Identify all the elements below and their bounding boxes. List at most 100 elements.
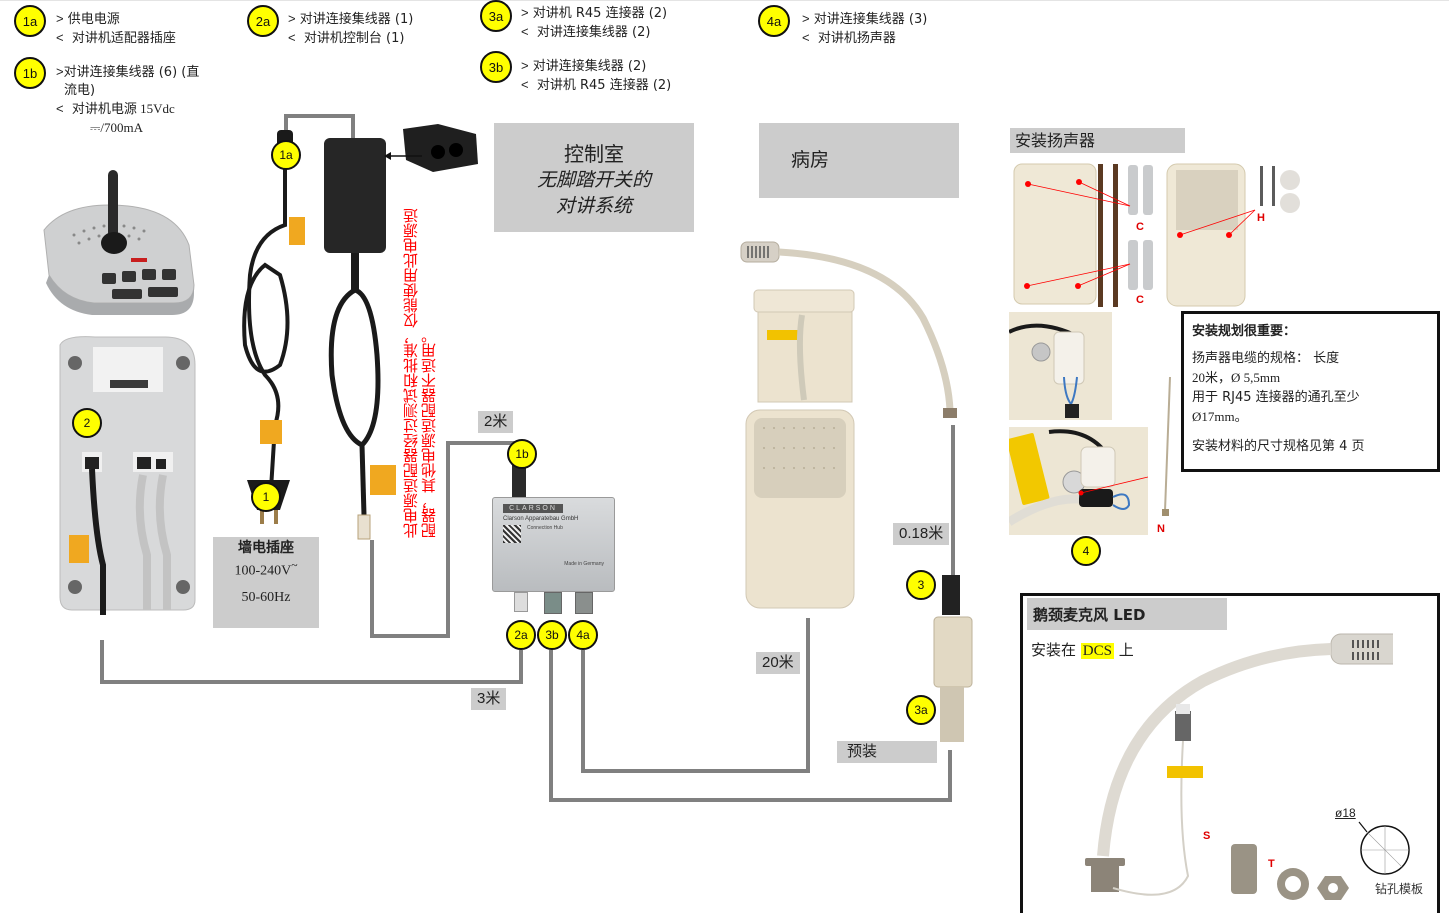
marker-s: S [1203,830,1211,842]
marker-c-bottom: C [1136,294,1144,306]
install-notes-cable-dims: 20米，Ø 5,5mm [1192,370,1281,385]
badge-1a-cable: 1a [271,140,301,170]
badge-2-console: 2 [72,408,102,438]
connection-hub-image: CLARSON Clarson Apparatebau GmbH Connect… [492,497,615,592]
control-room-title: 控制室 [564,142,624,166]
drill-template-icon [1358,821,1410,875]
drill-template-label: 钻孔模板 [1375,882,1424,896]
legend-2a-out: 对讲连接集线器 (1) [299,12,414,27]
cable-2-down [100,640,104,684]
label-preinstalled: 预装 [837,741,937,763]
legend-1b-out: 对讲连接集线器 (6) (直 [63,65,200,80]
badge-4-speaker: 4 [1071,536,1101,566]
hub-port-2a [514,592,528,612]
legend-4a-out: 对讲连接集线器 (3) [813,12,928,27]
legend-4a-in: 对讲机扬声器 [817,31,896,46]
legend-2a: > 对讲连接集线器 (1) < 对讲机控制台 (1) [288,11,414,46]
drill-diameter: ø18 [1335,806,1356,820]
speaker-install-title: 安装扬声器 [1010,128,1185,153]
legend-1a: > 供电电源 < 对讲机适配器插座 [56,11,176,46]
mount-target-highlight: DCS [1080,643,1114,659]
cable-1a-loop-top [284,114,355,118]
install-notes-heading: 安装规划很重要： [1192,324,1297,339]
marker-h: H [1257,212,1265,224]
gooseneck-mic-image [1085,633,1393,900]
gooseneck-title: 鹅颈麦克风 LED [1027,598,1227,630]
cable-4a-down [581,650,585,773]
wall-socket-title: 墙电插座 [238,540,294,556]
legend-1a-in: 对讲机适配器插座 [71,31,176,46]
cable-mic-down [951,425,955,575]
label-2m: 2米 [478,411,514,433]
cable-1b-down [370,540,374,638]
label-3m: 3米 [471,688,507,710]
adapter-warning-line2: 配器，其他电源适配器不适用。 [420,328,438,538]
legend-4a: > 对讲连接集线器 (3) < 对讲机扬声器 [802,11,928,46]
gooseneck-mic-ward-image [740,241,957,418]
legend-2a-in: 对讲机控制台 (1) [303,31,405,46]
desk-console-image [43,170,195,315]
cable-2-bottom [100,680,523,684]
hub-port-3b [544,592,562,614]
console-back-image [59,336,196,615]
badge-1-plug: 1 [251,482,281,512]
legend-3b-in: 对讲机 R45 连接器 (2) [536,78,672,93]
legend-3b: > 对讲连接集线器 (2) < 对讲机 R45 连接器 (2) [521,58,672,93]
cable-1a-loop-right [351,114,355,138]
speaker-terminal-image [1009,312,1112,420]
adapter-plug-image [403,124,478,172]
badge-3a: 3a [480,0,512,32]
cable-tie-image [1162,376,1171,516]
top-border [0,0,1449,1]
wall-socket-voltage: 100-240V [234,563,292,579]
badge-3-coupler: 3 [906,570,936,600]
badge-3a-coupler: 3a [906,695,936,725]
install-notes-box: 安装规划很重要： 扬声器电缆的规格： 长度 20米，Ø 5,5mm 用于 RJ4… [1181,311,1440,472]
marker-t: T [1268,858,1275,870]
ward-title: 病房 [791,149,830,171]
hub-port-4a [575,592,593,614]
badge-1b: 1b [14,57,46,89]
gooseneck-mic-box: 鹅颈麦克风 LED 安装在 DCS 上 S T ø18 钻孔模板 [1020,593,1440,913]
legend-3b-out: 对讲连接集线器 (2) [532,59,647,74]
badge-1a: 1a [14,5,46,37]
install-notes-hole-spec: 用于 RJ45 连接器的通孔至少 [1192,390,1360,405]
speaker-cable-connection-image [1009,427,1148,535]
marker-n: N [1157,523,1165,535]
cable-3b-down [549,650,553,802]
cable-1a-loop-left [284,114,288,136]
legend-3a-out: 对讲机 R45 连接器 (2) [532,6,668,21]
cable-1b-up [446,441,450,638]
install-notes-hole-dim: Ø17mm。 [1192,409,1248,424]
cable-3a-up [948,750,952,802]
badge-1b-hub: 1b [507,439,537,469]
hub-brand: CLARSON [503,504,563,513]
marker-c-top: C [1136,221,1144,233]
badge-4a-hub: 4a [568,620,598,650]
install-notes-cable-spec: 扬声器电缆的规格： 长度 [1192,351,1340,366]
cable-1b-top [446,441,520,445]
control-room-box: 控制室 无脚踏开关的 对讲系统 [494,123,694,232]
rj45-coupler-image [933,575,973,742]
control-room-subtitle-2: 对讲系统 [555,195,632,217]
adapter-warning: 此电源适配器经过测试和批准，仅能使用此电源适 配器，其他电源适配器不适用。 [402,198,438,538]
label-20m: 20米 [756,652,800,674]
legend-3a-in: 对讲连接集线器 (2) [536,25,651,40]
legend-1b-in: 对讲机电源 15Vdc [71,101,175,116]
hub-maker: Clarson Apparatebau GmbH [503,516,579,522]
adapter-warning-line1: 此电源适配器经过测试和批准，仅能使用此电源适 [402,208,420,538]
badge-2a: 2a [247,5,279,37]
hub-qr-code [503,525,521,543]
cable-4a-bottom [581,769,810,773]
hub-product: Connection Hub [527,525,563,531]
ward-box: 病房 [759,123,959,198]
wall-socket-box: 墙电插座 100-240V~ 50-60Hz [213,537,319,628]
legend-3a: > 对讲机 R45 连接器 (2) < 对讲连接集线器 (2) [521,5,668,40]
speaker-mounting-parts-image [1013,163,1300,307]
control-room-subtitle-1: 无脚踏开关的 [536,169,651,191]
gooseneck-mount-note: 安装在 DCS 上 [1031,641,1134,659]
cable-2a-up [519,650,523,684]
cable-1b-bottom [370,634,450,638]
ward-connection-box-open-image [753,289,855,403]
install-notes-page-ref: 安装材料的尺寸规格见第 4 页 [1192,439,1365,454]
